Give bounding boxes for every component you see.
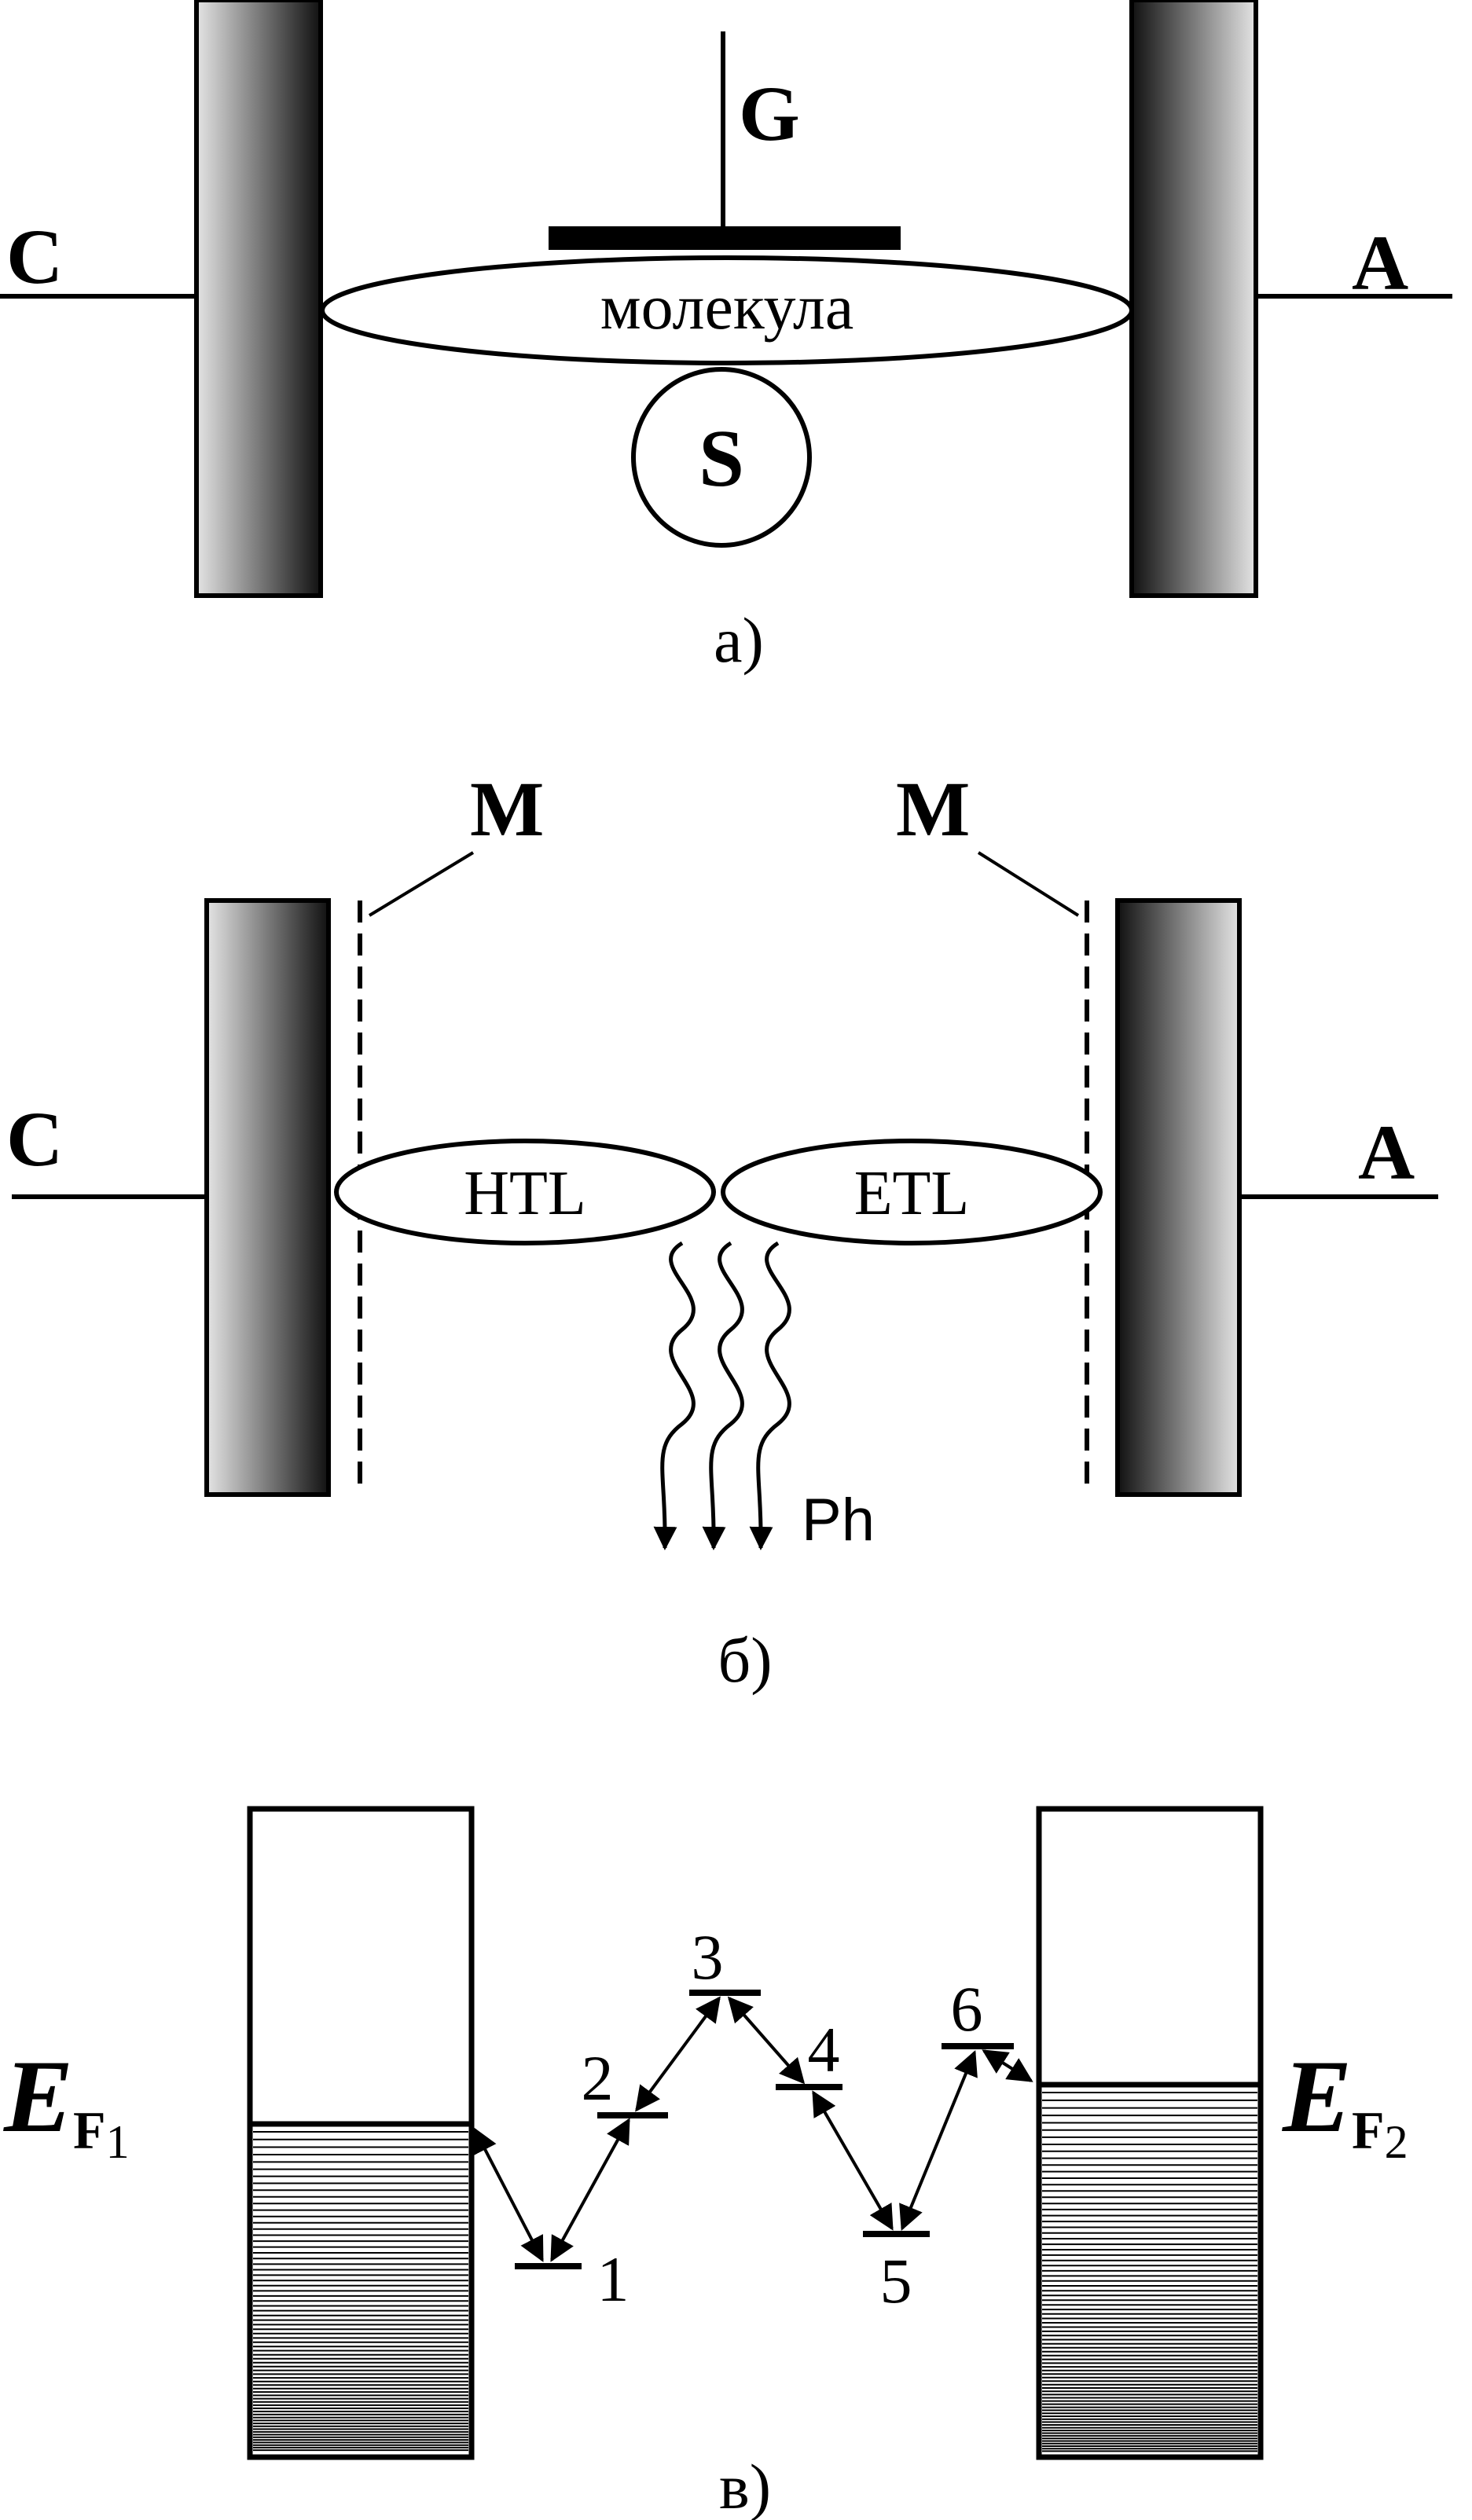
right-fermi-sea: [1042, 2092, 1257, 2452]
gate-label: G: [739, 70, 800, 157]
left-terminal-label: C: [6, 213, 63, 300]
panel-b-caption: б): [718, 1624, 772, 1696]
panel-a: C A G молекула S а): [0, 0, 1452, 676]
panel-c-caption: в): [719, 2451, 771, 2520]
left-electrode: [194, 0, 323, 598]
panel-a-caption: а): [714, 604, 764, 676]
left-electrode-b: [204, 898, 331, 1497]
hop-5-to-6: [899, 2050, 978, 2231]
panel-b: C A M M HTL ETL Ph б): [6, 765, 1438, 1696]
hop-2-to-3: [635, 1996, 721, 2112]
level-2-label: 2: [582, 2042, 614, 2114]
etl-ellipse: [721, 1139, 1103, 1245]
hopping-arrows: [473, 1996, 1033, 2262]
left-m-pointer: [368, 851, 475, 917]
photon-wave-3: [749, 1241, 791, 1550]
right-electrode: [1129, 0, 1258, 598]
left-terminal-label-b: C: [6, 1095, 63, 1183]
gate-electrode: [549, 226, 901, 250]
photon-wave-2: [702, 1241, 744, 1550]
ef2-label: EF2: [1282, 2038, 1408, 2168]
right-terminal-label-b: A: [1358, 1109, 1415, 1196]
source-label: S: [699, 413, 744, 504]
level-4-label: 4: [808, 2014, 840, 2085]
hop-4-to-5: [812, 2090, 894, 2231]
left-band-box: [247, 1806, 475, 2460]
hop-1-to-2: [550, 2118, 630, 2262]
photon-arrows: [653, 1241, 791, 1550]
level-6-label: 6: [951, 1973, 983, 2045]
level-3-label: 3: [692, 1921, 724, 1993]
etl-label: ETL: [854, 1159, 970, 1228]
ef1-label: EF1: [3, 2038, 130, 2168]
hop-ef1-to-1: [473, 2127, 544, 2262]
right-electrode-b: [1115, 898, 1242, 1497]
photon-wave-1: [653, 1241, 696, 1550]
level-1-label: 1: [597, 2243, 630, 2315]
molecule-label: молекула: [600, 271, 854, 343]
molecule-ellipse: [320, 255, 1134, 365]
right-m-label: M: [896, 765, 970, 853]
right-terminal-label: A: [1352, 219, 1408, 306]
photon-label: Ph: [802, 1487, 875, 1553]
right-m-pointer: [977, 851, 1080, 917]
hop-6-to-ef2: [982, 2049, 1033, 2082]
level-5-label: 5: [880, 2245, 912, 2316]
right-band-box: [1036, 1806, 1264, 2460]
source-circle: [631, 367, 812, 548]
htl-label: HTL: [464, 1159, 586, 1228]
panel-c: EF1 EF2 1 2 3 4 5 6 в): [3, 1806, 1408, 2520]
left-m-label: M: [470, 765, 544, 853]
htl-ellipse: [334, 1139, 716, 1245]
left-fermi-sea: [253, 2131, 468, 2452]
hop-3-to-4: [727, 1996, 806, 2085]
